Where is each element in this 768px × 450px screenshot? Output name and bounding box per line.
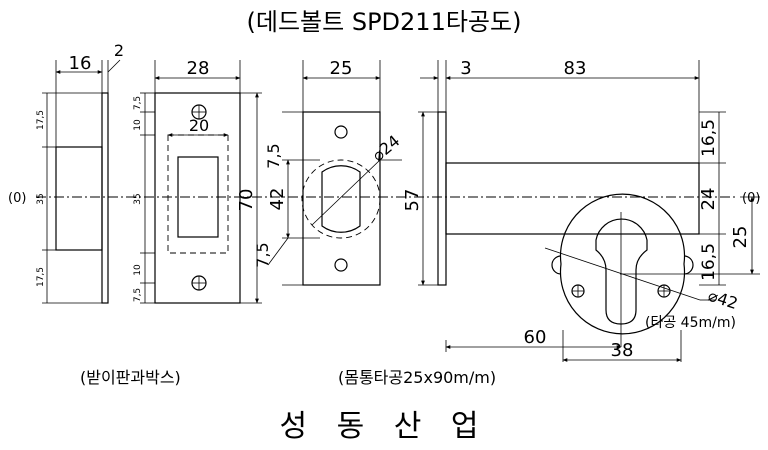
dim-16-5-bottom: 16,5 — [699, 243, 719, 281]
dim-83: 83 — [564, 58, 587, 79]
dim-20: 20 — [189, 116, 209, 135]
dim-phi-42: ⌀42 — [706, 286, 740, 313]
dim-28: 28 — [187, 58, 210, 79]
dim-35-mid: 35 — [133, 193, 143, 204]
view-strike-plate: 28 20 7,5 10 35 10 7,5 70 — [133, 58, 262, 304]
dim-60: 60 — [524, 327, 547, 348]
dim-57: 57 — [402, 189, 423, 212]
dim-17-5-top: 17,5 — [36, 110, 46, 130]
view-face-plate: 25 ⌀24 7,5 42 7,5 — [253, 58, 404, 286]
dim-24: 24 — [698, 188, 719, 211]
zero-right-label: (0) — [742, 191, 760, 206]
dim-16: 16 — [69, 53, 92, 74]
label-hole-45: (타공 45m/m) — [645, 315, 736, 331]
caption-body-hole: (몸통타공25x90m/m) — [338, 368, 496, 387]
dim-25-right: 25 — [730, 226, 751, 249]
dim-7-5-a: 7,5 — [264, 143, 283, 168]
dim-7-5-bottom: 7,5 — [133, 288, 143, 302]
dim-10-bottom: 10 — [133, 264, 143, 276]
dim-70: 70 — [236, 189, 257, 212]
dim-42-left: 42 — [267, 188, 288, 211]
view-body-side: 57 3 83 16,5 24 16,5 25 — [402, 58, 760, 286]
dim-3: 3 — [460, 58, 471, 79]
dim-38: 38 — [611, 340, 634, 361]
drawing-title: (데드볼트 SPD211타공도) — [247, 8, 522, 36]
caption-strike-plate-box: (받이판과박스) — [80, 368, 181, 387]
dim-7-5-top: 7,5 — [133, 96, 143, 110]
dim-35-left: 35 — [36, 193, 46, 204]
zero-left-label: (0) — [8, 191, 26, 206]
dim-16-5-top: 16,5 — [699, 119, 719, 157]
view-bore-hole: ⌀42 (타공 45m/m) 60 38 — [445, 193, 740, 362]
view-side-box: 16 2 17,5 35 17,5 — [36, 41, 124, 304]
dim-17-5-bottom: 17,5 — [36, 267, 46, 287]
company-name: 성 동 산 업 — [279, 409, 488, 444]
dim-10-top: 10 — [133, 119, 143, 131]
dim-7-5-b: 7,5 — [253, 242, 272, 267]
dim-25-top: 25 — [330, 58, 353, 79]
dim-2: 2 — [114, 41, 124, 60]
